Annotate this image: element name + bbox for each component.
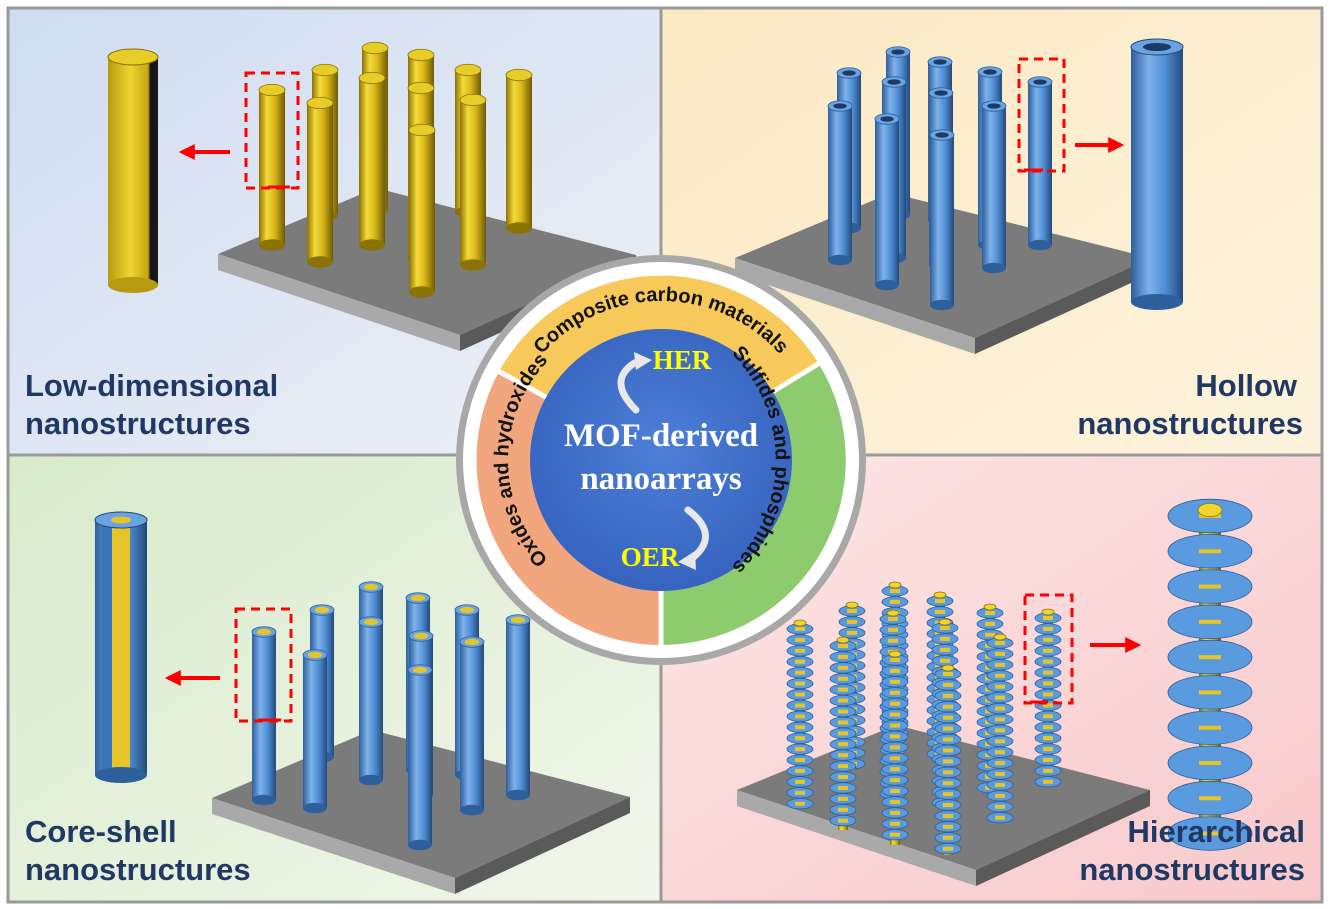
nanorod [302, 649, 328, 814]
enlarged-nanotube [1130, 38, 1184, 310]
hierarchical-rod [934, 664, 962, 855]
center-title-line2: nanoarrays [580, 461, 742, 497]
nanorod [981, 100, 1007, 274]
nanorod [827, 100, 853, 266]
label-top-right-line2: nanostructures [1077, 406, 1303, 441]
label-bottom-left-line2: nanostructures [25, 852, 251, 887]
enlarged-hierarchical [1167, 498, 1253, 851]
hierarchical-rod [1167, 498, 1253, 851]
label-top-left-line2: nanostructures [25, 406, 251, 441]
arrow-oer [684, 506, 709, 564]
label-bottom-right-line1: Hierarchical [1128, 814, 1306, 849]
hierarchical-rod [881, 650, 909, 845]
arrow-her-head [634, 352, 652, 370]
label-her: HER [653, 345, 712, 375]
nanorod [358, 71, 386, 251]
hierarchical-rod [1034, 608, 1062, 788]
nanorod [358, 616, 384, 786]
enlarged-core-shell [94, 511, 148, 783]
label-oer: OER [621, 542, 680, 572]
center-disc [530, 329, 792, 591]
nanorod [505, 68, 533, 234]
hierarchical-rod [829, 636, 857, 830]
nanorod [1027, 76, 1053, 251]
selection-box-top-left [244, 71, 300, 190]
nanorod [505, 614, 531, 801]
nanorod [408, 123, 436, 298]
nanorod [929, 129, 955, 311]
hierarchical-array-bottom-right [786, 581, 1062, 855]
nanorod [258, 83, 286, 251]
nanorod-array-top-left [258, 41, 533, 298]
arrow-her [617, 356, 644, 414]
core-shell-array-bottom-left [251, 581, 531, 851]
center-title-line1: MOF-derived [564, 418, 758, 454]
selection-box-top-right [1017, 57, 1066, 173]
enlarged-nanorod [107, 48, 159, 293]
label-bottom-right-line2: nanostructures [1079, 852, 1305, 887]
arrow-oer-head [678, 551, 696, 570]
label-bottom-left-line1: Core-shell [25, 814, 177, 849]
label-top-right-line1: Hollow [1195, 368, 1297, 403]
selection-box-bottom-left [234, 607, 293, 723]
nanorod [306, 96, 334, 268]
nanorod [251, 626, 277, 806]
nanorod [874, 113, 900, 291]
hierarchical-rod [786, 619, 814, 810]
center-wheel: Composite carbon materials Sulfides and … [456, 255, 866, 665]
nanorod [459, 93, 487, 271]
nanotube-array-top-right [827, 46, 1053, 311]
label-top-left-line1: Low-dimensional [25, 368, 278, 403]
selection-box-bottom-right [1023, 593, 1074, 705]
hierarchical-rod [986, 633, 1014, 824]
nanorod [459, 636, 485, 816]
nanorod [407, 664, 433, 851]
